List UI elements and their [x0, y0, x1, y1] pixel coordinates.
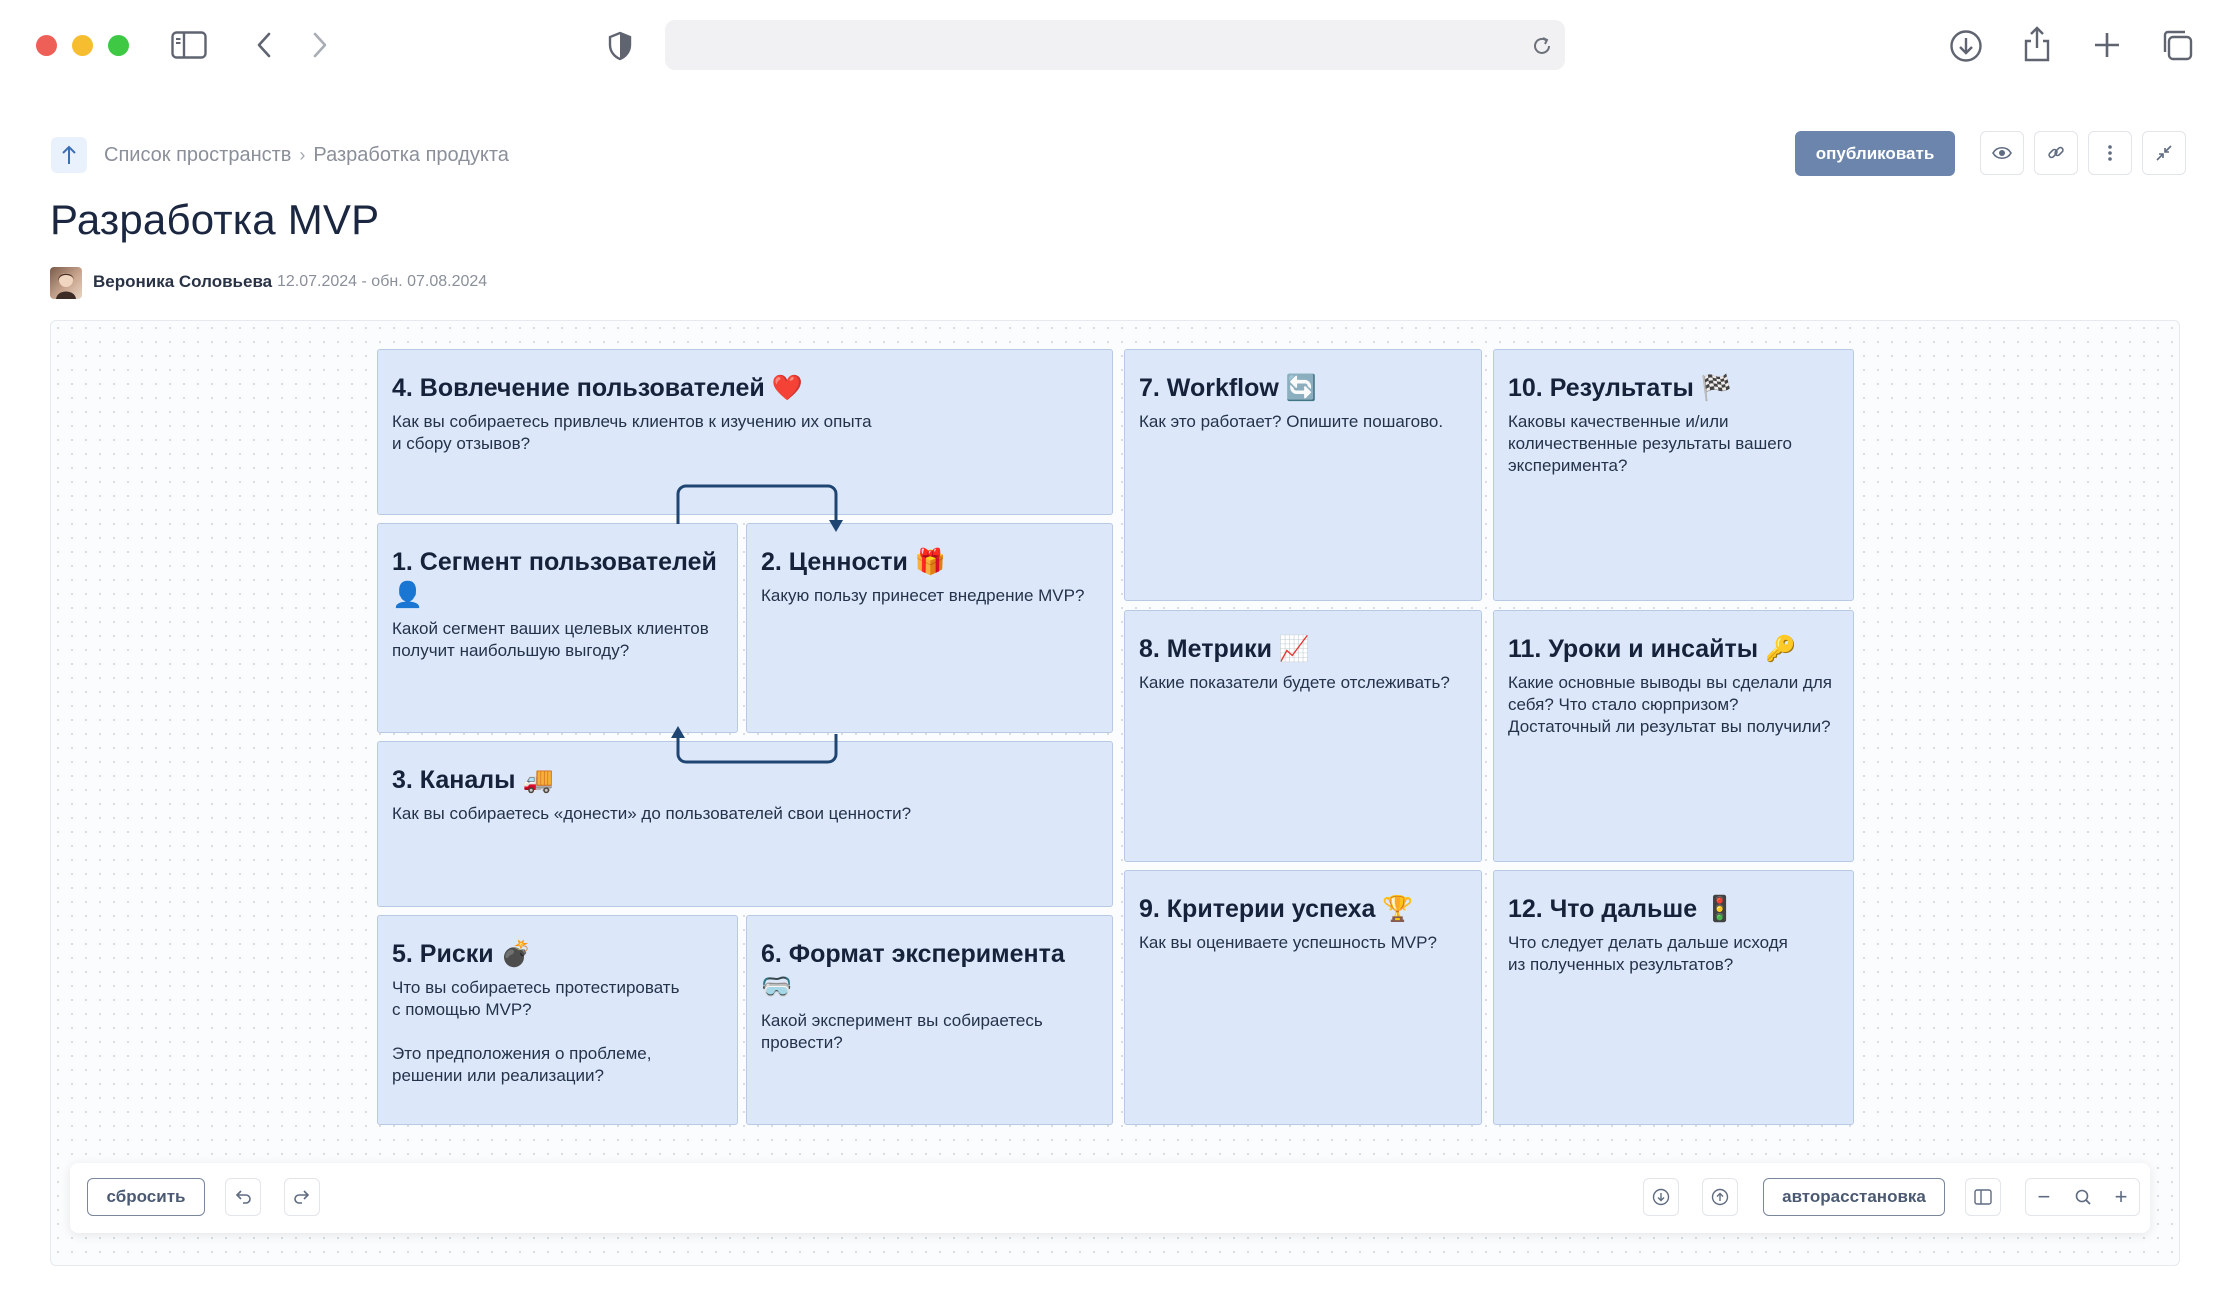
- avatar[interactable]: [50, 267, 82, 299]
- card-title: 7. Workflow 🔄: [1139, 374, 1317, 402]
- card-title: 4. Вовлечение пользователей ❤️: [392, 374, 803, 402]
- card-experiment-format[interactable]: 6. Формат эксперимента 🥽 Какой экспериме…: [746, 915, 1113, 1125]
- card-title: 8. Метрики 📈: [1139, 635, 1311, 663]
- downloads-icon[interactable]: [1948, 28, 1984, 64]
- card-title: 6. Формат эксперимента 🥽: [761, 940, 1065, 1001]
- export-button[interactable]: [1702, 1178, 1738, 1216]
- card-title: 12. Что дальше 🚦: [1508, 895, 1736, 923]
- card-title: 2. Ценности 🎁: [761, 548, 946, 576]
- arrow-up-icon: [62, 145, 76, 164]
- collapse-button[interactable]: [2142, 131, 2186, 175]
- undo-button[interactable]: [225, 1178, 261, 1216]
- forward-icon[interactable]: [306, 30, 334, 60]
- card-title: 9. Критерии успеха 🏆: [1139, 895, 1414, 923]
- zoom-fit-button[interactable]: [2074, 1188, 2092, 1206]
- card-text: Какие основные выводы вы сделали для себ…: [1508, 673, 1832, 736]
- card-segment[interactable]: 1. Сегмент пользователей 👤 Какой сегмент…: [377, 523, 738, 733]
- back-icon[interactable]: [250, 30, 278, 60]
- go-up-button[interactable]: [51, 137, 87, 173]
- card-title: 11. Уроки и инсайты 🔑: [1508, 635, 1797, 663]
- zoom-in-button[interactable]: +: [2114, 1184, 2128, 1209]
- more-options-button[interactable]: [2088, 131, 2132, 175]
- tab-overview-icon[interactable]: [2160, 28, 2194, 62]
- card-text: Что вы собираетесь протестировать с помо…: [392, 978, 680, 1085]
- card-text: Какой сегмент ваших целевых клиентов пол…: [392, 619, 709, 660]
- redo-icon: [294, 1190, 310, 1204]
- zoom-controls: − +: [2025, 1178, 2140, 1216]
- breadcrumb-separator: ›: [299, 144, 306, 165]
- card-next-steps[interactable]: 12. Что дальше 🚦 Что следует делать даль…: [1493, 870, 1854, 1125]
- sidebar-toggle-icon[interactable]: [170, 30, 208, 60]
- author-name[interactable]: Вероника Соловьева: [93, 272, 273, 291]
- publish-button[interactable]: опубликовать: [1795, 131, 1955, 176]
- breadcrumb-item-spaces[interactable]: Список пространств: [104, 143, 292, 166]
- card-success-criteria[interactable]: 9. Критерии успеха 🏆 Как вы оцениваете у…: [1124, 870, 1482, 1125]
- new-tab-icon[interactable]: [2092, 30, 2122, 60]
- reset-button[interactable]: сбросить: [87, 1178, 205, 1216]
- card-text: Какой эксперимент вы собираетесь провест…: [761, 1011, 1043, 1052]
- breadcrumb-item-product[interactable]: Разработка продукта: [313, 143, 509, 166]
- canvas-toolbar: сбросить авторасстановка − +: [70, 1163, 2150, 1233]
- card-text: Какие показатели будете отслеживать?: [1139, 673, 1450, 692]
- card-text: Как вы собираетесь «донести» до пользова…: [392, 804, 912, 823]
- connector-segment-to-values[interactable]: [670, 480, 854, 540]
- whiteboard-canvas[interactable]: [50, 320, 2180, 1266]
- card-engagement[interactable]: 4. Вовлечение пользователей ❤️ Как вы со…: [377, 349, 1113, 515]
- card-text: Как это работает? Опишите пошагово.: [1139, 412, 1444, 431]
- link-icon: [2048, 146, 2064, 159]
- card-text: Что следует делать дальше исходя из полу…: [1508, 933, 1788, 974]
- card-title: 10. Результаты 🏁: [1508, 374, 1732, 402]
- card-text: Какую пользу принесет внедрение MVP?: [761, 586, 1085, 605]
- upload-icon: [1711, 1188, 1729, 1206]
- card-results[interactable]: 10. Результаты 🏁 Каковы качественные и/и…: [1493, 349, 1854, 601]
- download-icon: [1652, 1188, 1670, 1206]
- card-lessons[interactable]: 11. Уроки и инсайты 🔑 Какие основные выв…: [1493, 610, 1854, 862]
- card-values[interactable]: 2. Ценности 🎁 Какую пользу принесет внед…: [746, 523, 1113, 733]
- card-text: Как вы оцениваете успешность MVP?: [1139, 933, 1437, 952]
- privacy-shield-icon[interactable]: [606, 30, 634, 62]
- share-icon[interactable]: [2022, 24, 2052, 64]
- minimize-window-button[interactable]: [72, 35, 93, 56]
- card-channels[interactable]: 3. Каналы 🚚 Как вы собираетесь «донести»…: [377, 741, 1113, 907]
- card-title: 3. Каналы 🚚: [392, 766, 554, 794]
- page-title: Разработка MVP: [50, 196, 380, 243]
- close-window-button[interactable]: [36, 35, 57, 56]
- zoom-search-icon: [2075, 1189, 2091, 1205]
- undo-icon: [235, 1190, 251, 1204]
- more-icon: [2108, 145, 2112, 161]
- breadcrumb: Список пространств › Разработка продукта: [104, 140, 509, 170]
- card-metrics[interactable]: 8. Метрики 📈 Какие показатели будете отс…: [1124, 610, 1482, 862]
- panel-toggle-button[interactable]: [1965, 1178, 2001, 1216]
- card-text: Как вы собираетесь привлечь клиентов к и…: [392, 412, 872, 453]
- copy-link-button[interactable]: [2034, 131, 2078, 175]
- card-title: 1. Сегмент пользователей 👤: [392, 548, 717, 609]
- autolayout-button[interactable]: авторасстановка: [1763, 1178, 1945, 1216]
- reload-icon[interactable]: [1530, 34, 1554, 58]
- import-button[interactable]: [1643, 1178, 1679, 1216]
- address-bar[interactable]: [665, 20, 1565, 70]
- connector-values-to-segment[interactable]: [670, 718, 854, 774]
- panel-icon: [1974, 1189, 1992, 1205]
- card-workflow[interactable]: 7. Workflow 🔄 Как это работает? Опишите …: [1124, 349, 1482, 601]
- card-text: Каковы качественные и/или количественные…: [1508, 412, 1792, 475]
- redo-button[interactable]: [284, 1178, 320, 1216]
- collapse-icon: [2156, 145, 2172, 161]
- maximize-window-button[interactable]: [108, 35, 129, 56]
- preview-button[interactable]: [1980, 131, 2024, 175]
- eye-icon: [1992, 146, 2012, 160]
- zoom-out-button[interactable]: −: [2037, 1184, 2051, 1209]
- document-dates: 12.07.2024 - обн. 07.08.2024: [277, 273, 488, 290]
- card-risks[interactable]: 5. Риски 💣 Что вы собираетесь протестиро…: [377, 915, 738, 1125]
- card-title: 5. Риски 💣: [392, 940, 532, 968]
